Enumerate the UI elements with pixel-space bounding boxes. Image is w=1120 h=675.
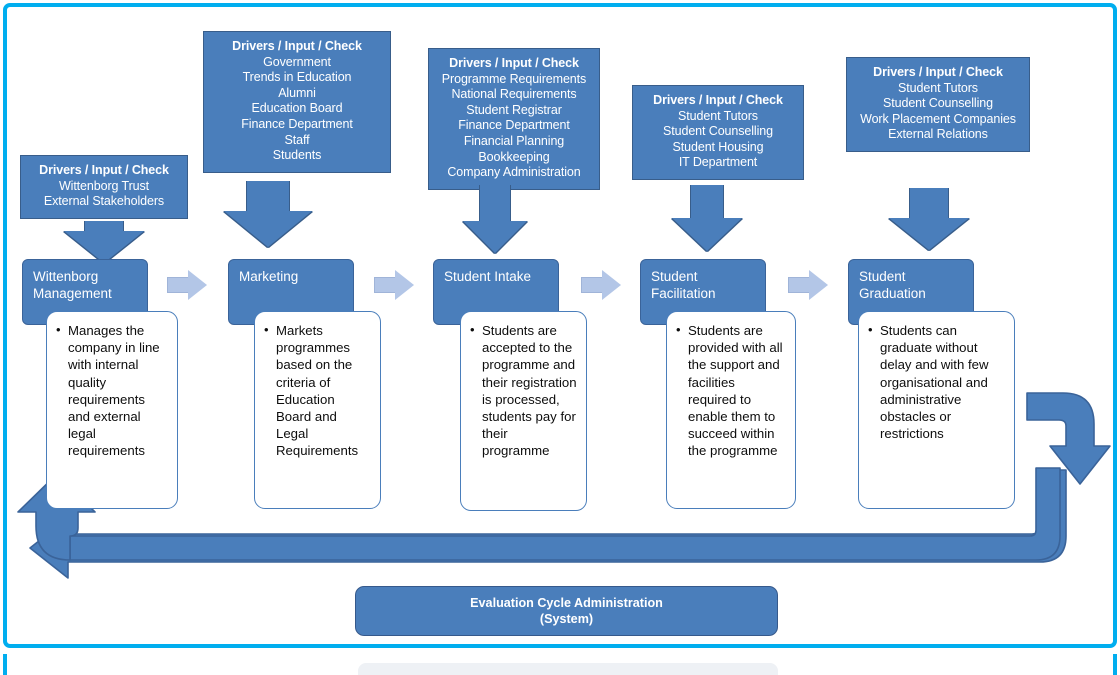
chevron-arrow-2 bbox=[374, 270, 416, 300]
description-card-facilitation[interactable]: Students are provided with all the suppo… bbox=[666, 311, 796, 509]
driver-item: Student Tutors bbox=[678, 108, 758, 123]
driver-item: Wittenborg Trust bbox=[58, 178, 150, 193]
driver-item: Finance Department bbox=[458, 118, 570, 133]
funnel-arrow-marketing bbox=[203, 181, 391, 266]
stage-label: Marketing bbox=[239, 269, 299, 284]
chevron-arrow-4 bbox=[788, 270, 830, 300]
driver-item: External Relations bbox=[888, 127, 988, 142]
driver-item: IT Department bbox=[678, 155, 758, 170]
driver-item: Work Placement Companies bbox=[860, 111, 1016, 126]
driver-title: Drivers / Input / Check bbox=[449, 56, 579, 70]
driver-item: Programme Requirements bbox=[441, 71, 587, 86]
description-card-intake[interactable]: Students are accepted to the programme a… bbox=[460, 311, 587, 511]
card-bullet: Markets programmes based on the criteria… bbox=[263, 321, 371, 460]
description-card-graduation[interactable]: Students can graduate without delay and … bbox=[858, 311, 1015, 509]
driver-item: Student Registrar bbox=[466, 102, 562, 117]
funnel-arrow-facilitation bbox=[632, 185, 804, 267]
driver-item: Bookkeeping bbox=[478, 149, 550, 164]
driver-item: Trends in Education bbox=[242, 70, 352, 85]
funnel-arrow-management bbox=[20, 221, 188, 266]
driver-box-marketing[interactable]: Drivers / Input / Check Government Trend… bbox=[203, 31, 391, 173]
driver-item: Company Administration bbox=[447, 165, 581, 180]
card-bullet: Students are provided with all the suppo… bbox=[675, 321, 786, 460]
evaluation-line-1: Evaluation Cycle Administration bbox=[470, 596, 663, 610]
evaluation-cycle-box[interactable]: Evaluation Cycle Administration (System) bbox=[355, 586, 778, 636]
driver-box-management[interactable]: Drivers / Input / Check Wittenborg Trust… bbox=[20, 155, 188, 219]
chevron-arrow-1 bbox=[167, 270, 209, 300]
funnel-arrow-intake bbox=[428, 185, 600, 267]
driver-item: Students bbox=[272, 148, 322, 163]
loop-arrow-down-segment bbox=[1026, 392, 1111, 485]
driver-item: Alumni bbox=[278, 85, 316, 100]
driver-title: Drivers / Input / Check bbox=[232, 39, 362, 53]
driver-item: Student Counselling bbox=[883, 96, 993, 111]
driver-item: Student Counselling bbox=[663, 124, 773, 139]
driver-item: Financial Planning bbox=[463, 133, 565, 148]
driver-item: Education Board bbox=[251, 101, 343, 116]
stage-label: Student Facilitation bbox=[651, 269, 716, 301]
description-card-management[interactable]: Manages the company in line with interna… bbox=[46, 311, 178, 509]
driver-item: Staff bbox=[284, 132, 310, 147]
driver-box-graduation[interactable]: Drivers / Input / Check Student Tutors S… bbox=[846, 57, 1030, 152]
stage-label: Student Intake bbox=[444, 269, 532, 284]
driver-item: National Requirements bbox=[451, 87, 577, 102]
evaluation-line-2: (System) bbox=[539, 612, 594, 626]
driver-item: Student Housing bbox=[672, 139, 764, 154]
driver-box-intake[interactable]: Drivers / Input / Check Programme Requir… bbox=[428, 48, 600, 190]
card-bullet: Students can graduate without delay and … bbox=[867, 321, 1005, 442]
driver-item: External Stakeholders bbox=[43, 194, 165, 209]
driver-item: Student Tutors bbox=[898, 80, 978, 95]
chevron-arrow-3 bbox=[581, 270, 623, 300]
card-bullet: Manages the company in line with interna… bbox=[55, 321, 168, 460]
driver-item: Finance Department bbox=[241, 116, 353, 131]
driver-title: Drivers / Input / Check bbox=[873, 65, 1003, 79]
driver-title: Drivers / Input / Check bbox=[653, 93, 783, 107]
description-card-marketing[interactable]: Markets programmes based on the criteria… bbox=[254, 311, 381, 509]
stage-label: Student Graduation bbox=[859, 269, 926, 301]
driver-title: Drivers / Input / Check bbox=[39, 163, 169, 177]
stage-label: Wittenborg Management bbox=[33, 269, 112, 301]
driver-box-facilitation[interactable]: Drivers / Input / Check Student Tutors S… bbox=[632, 85, 804, 180]
driver-item: Government bbox=[263, 54, 331, 69]
funnel-arrow-graduation bbox=[846, 188, 1030, 268]
card-bullet: Students are accepted to the programme a… bbox=[469, 321, 577, 460]
partial-lower-box bbox=[358, 663, 778, 675]
